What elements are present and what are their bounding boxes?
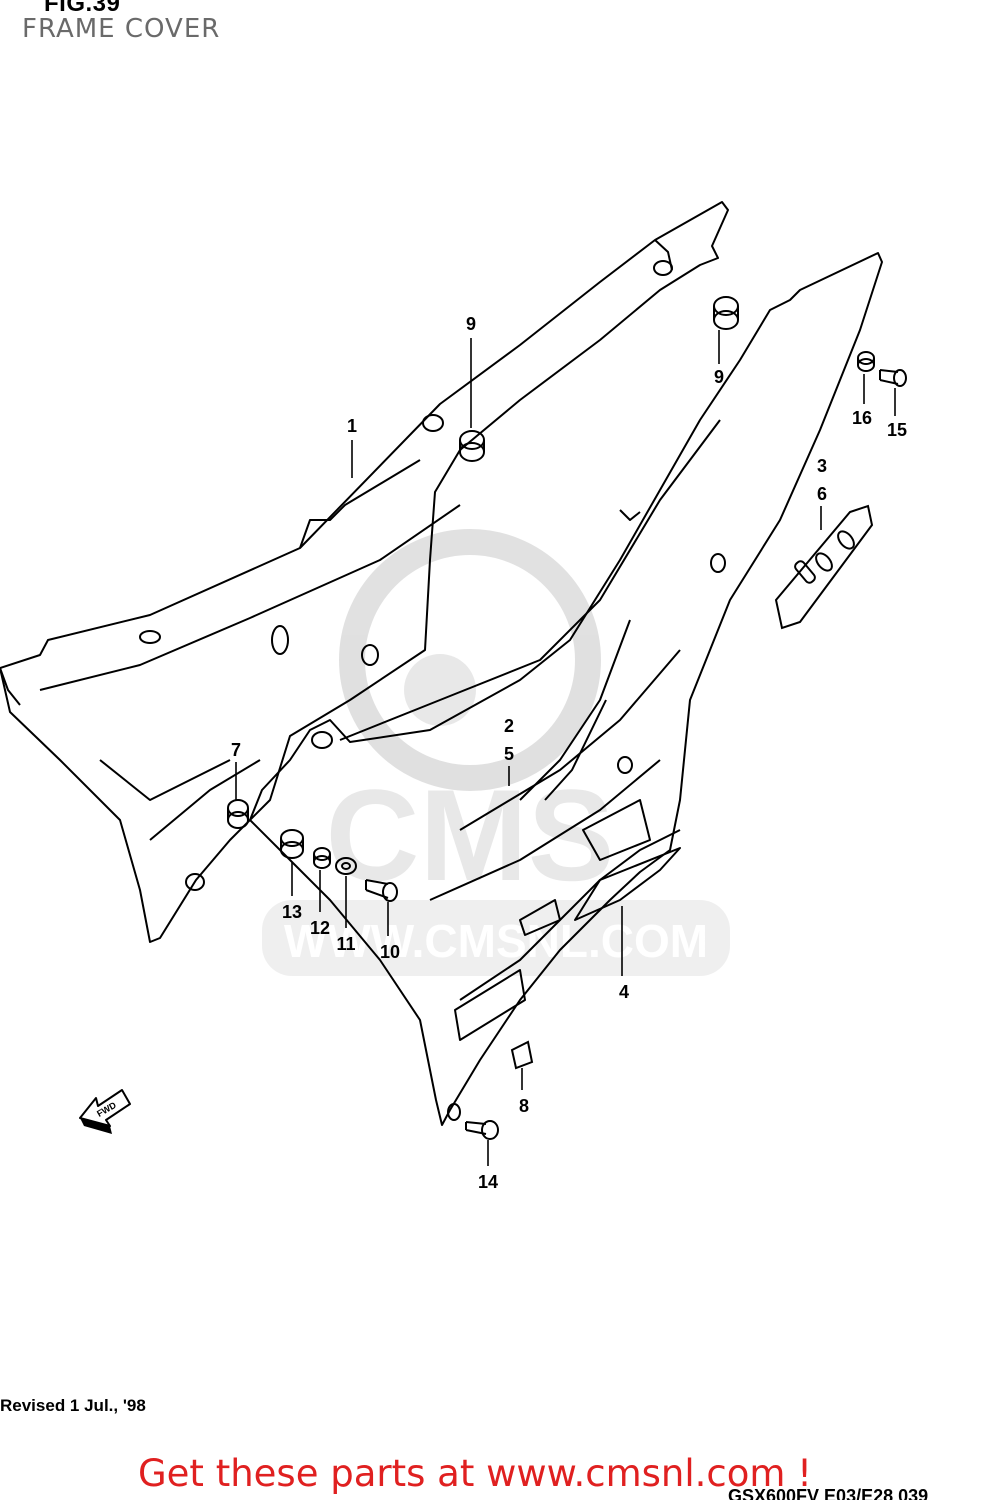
callout-3: 3	[817, 456, 827, 476]
part-9-cushion-rear	[713, 296, 739, 330]
callout-8: 8	[519, 1096, 529, 1116]
callout-16: 16	[852, 408, 872, 428]
callout-14: 14	[478, 1172, 498, 1192]
fwd-arrow-icon: FWD	[79, 1089, 131, 1134]
callout-2: 2	[504, 716, 514, 736]
grommet-hole	[139, 630, 161, 644]
part-12-collar	[313, 847, 331, 869]
fasteners	[227, 296, 907, 1140]
vent-opening	[582, 799, 651, 861]
callout-4: 4	[619, 982, 629, 1002]
figure-title: FRAME COVER	[22, 14, 221, 44]
mount-boss	[311, 731, 333, 749]
watermark: CMS WWW.CMSNL.COM	[262, 529, 730, 976]
mount-boss	[653, 260, 673, 276]
callout-15: 15	[887, 420, 907, 440]
part-4-lower-trim	[574, 847, 681, 921]
callout-11: 11	[336, 934, 355, 954]
part-2-side-cover	[249, 252, 883, 1126]
mount-hole	[617, 756, 633, 774]
part-3-emblem	[774, 504, 874, 630]
promo-link-text[interactable]: Get these parts at www.cmsnl.com !	[138, 1452, 813, 1495]
watermark-url: WWW.CMSNL.COM	[284, 915, 708, 967]
vent-opening	[519, 899, 561, 936]
part-16-nut	[857, 351, 875, 372]
callout-9-rear: 9	[714, 367, 724, 387]
callout-13: 13	[282, 902, 302, 922]
callout-9-upper: 9	[466, 314, 476, 334]
watermark-logo-ring	[339, 529, 601, 791]
callout-6: 6	[817, 484, 827, 504]
callout-labels: 9 1 9 16 15 3 6 2 5 7 13 12 11 10 4 8 14	[231, 314, 907, 1192]
callout-5: 5	[504, 744, 514, 764]
part-14-screw	[447, 1103, 499, 1140]
callout-7: 7	[231, 740, 241, 760]
part-15-screw	[879, 369, 907, 387]
figure-number: FIG.39	[44, 0, 121, 17]
part-10-screw	[365, 879, 398, 902]
part-7-cushion	[227, 799, 249, 829]
callout-12: 12	[310, 918, 330, 938]
part-8-clip	[510, 1040, 534, 1070]
vent-opening	[454, 969, 526, 1041]
model-code: GSX600FV E03/E28 039	[728, 1486, 929, 1500]
revision-date: Revised 1 Jul., '98	[0, 1396, 146, 1415]
mount-boss	[422, 414, 444, 432]
callout-10: 10	[380, 942, 400, 962]
leader-lines	[235, 330, 896, 1166]
part-9-cushion-upper	[459, 430, 485, 462]
slot-hole	[271, 625, 289, 655]
watermark-banner	[262, 900, 730, 976]
mount-hole	[710, 553, 726, 573]
watermark-logo-text: CMS	[326, 762, 615, 908]
part-1-frame-cover-upper	[0, 201, 729, 943]
callout-1: 1	[347, 416, 357, 436]
mount-hole	[185, 873, 205, 891]
mount-hole	[361, 644, 379, 666]
part-13-cushion	[280, 829, 304, 859]
part-11-washer	[335, 857, 357, 875]
